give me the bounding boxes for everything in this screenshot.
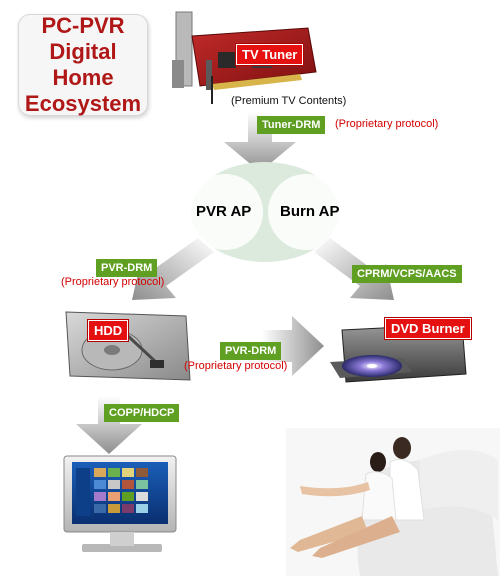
cprm-badge: CPRM/VCPS/AACS: [352, 265, 462, 283]
copp-badge: COPP/HDCP: [104, 404, 180, 422]
ap-to-hdd-arrow: [132, 238, 214, 300]
pvr-drm-left-badge: PVR-DRM: [96, 259, 158, 277]
title-line-2: Digital Home: [49, 39, 117, 90]
pvr-drm-left-note: (Proprietary protocol): [61, 276, 165, 288]
tuner-drm-badge: Tuner-DRM: [257, 116, 326, 134]
title-box: PC-PVR Digital Home Ecosystem: [18, 13, 148, 116]
pvr-ap-label: PVR AP: [196, 203, 252, 220]
burn-ap-label: Burn AP: [280, 203, 340, 220]
tuner-to-ap-arrow: [224, 112, 296, 172]
hdd-label: HDD: [88, 320, 129, 341]
pvr-drm-mid-note: (Proprietary protocol): [184, 360, 288, 372]
hdd-to-dvd-arrow: [262, 316, 324, 376]
burn-ap-circle: [268, 174, 344, 250]
premium-content-note: (Premium TV Contents): [231, 95, 347, 107]
title-line-3: Ecosystem: [24, 91, 142, 116]
couple-on-sofa-photo: [286, 428, 500, 576]
tuner-drm-note: (Proprietary protocol): [335, 118, 439, 130]
dvd-burner-label: DVD Burner: [385, 318, 471, 339]
pvr-drm-mid-badge: PVR-DRM: [220, 342, 282, 360]
monitor-thumbnails: [76, 468, 148, 516]
title-line-1: PC-PVR: [41, 13, 125, 38]
tv-tuner-label: TV Tuner: [236, 44, 304, 65]
pvr-ap-circle: [187, 174, 263, 250]
hdd-to-monitor-arrow: [76, 396, 142, 454]
